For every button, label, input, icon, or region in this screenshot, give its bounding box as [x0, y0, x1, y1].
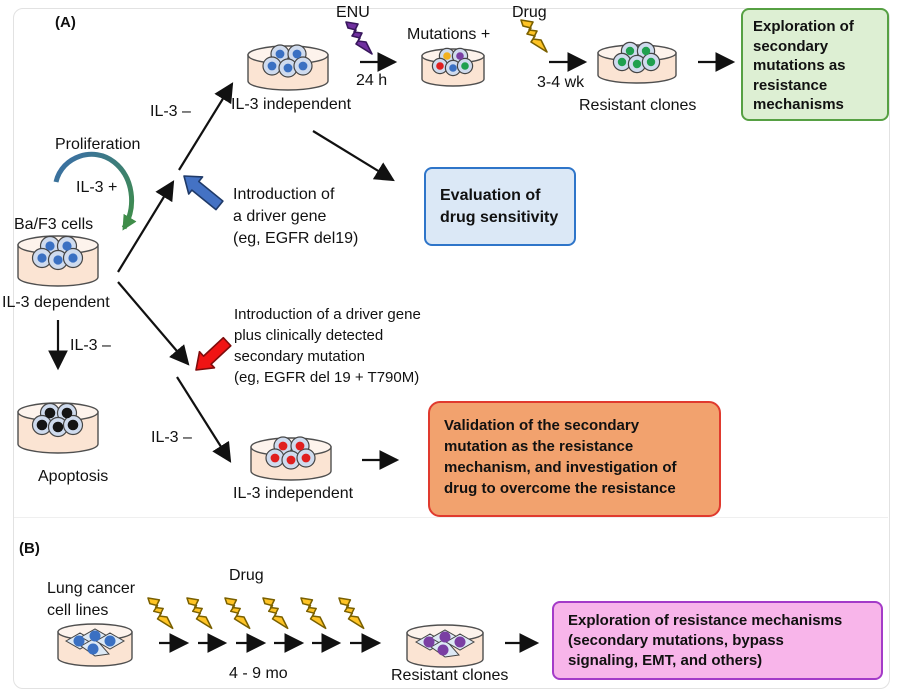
arrow-lower-branch-seg2 — [176, 376, 232, 463]
blue-outcome-box: Evaluation of drug sensitivity — [424, 167, 576, 246]
il3-minus-apoptosis-label: IL-3 – — [70, 337, 111, 354]
petri-dish-apoptosis — [17, 402, 99, 454]
drug-duration-label-a: 3-4 wk — [537, 74, 585, 91]
red-block-arrow-icon — [195, 336, 232, 371]
blue-block-arrow-icon — [183, 175, 224, 211]
enu-label: ENU — [336, 4, 370, 21]
il3-minus-upper-branch-label: IL-3 – — [150, 103, 191, 120]
drug-b-bolt-2-icon — [186, 597, 213, 630]
petri-dish-il3-independent-top — [247, 44, 329, 91]
panel-b-label: (B) — [19, 540, 40, 557]
panel-a-label: (A) — [55, 14, 76, 31]
petri-dish-baf3 — [17, 235, 99, 287]
il3-independent-bottom-label: IL-3 independent — [233, 485, 354, 502]
arrow-upper-branch-seg2 — [178, 82, 234, 171]
driver-gene-note: Introduction of a driver gene (eg, EGFR … — [233, 186, 359, 247]
panel-divider — [14, 517, 888, 518]
proliferation-label: Proliferation — [55, 136, 141, 153]
pink-outcome-box: Exploration of resistance mechanisms (se… — [552, 601, 883, 680]
petri-dish-mutations — [421, 47, 485, 87]
petri-dish-resistant-clones-a — [597, 41, 677, 84]
il3-dependent-label: IL-3 dependent — [2, 294, 110, 311]
arrow-upper-branch-seg1 — [117, 180, 175, 273]
drug-duration-label-b: 4 - 9 mo — [229, 665, 288, 682]
drug-lightning-bolt-icon — [520, 19, 548, 53]
drug-b-bolt-6-icon — [338, 597, 365, 630]
baf3-cells-label: Ba/F3 cells — [14, 216, 94, 233]
lung-cancer-cell-lines-label: Lung cancer cell lines — [47, 580, 136, 619]
arrow-to-drug-sensitivity-box — [312, 130, 395, 182]
apoptosis-label: Apoptosis — [38, 468, 109, 485]
resistant-clones-label-b: Resistant clones — [391, 667, 509, 684]
orange-outcome-box: Validation of the secondary mutation as … — [428, 401, 721, 517]
petri-dish-lung-cancer — [57, 623, 133, 667]
enu-duration-label: 24 h — [356, 72, 388, 89]
drug-b-bolt-3-icon — [224, 597, 251, 630]
drug-label-a: Drug — [512, 4, 547, 21]
mutations-label: Mutations + — [407, 26, 491, 43]
il3-independent-top-label: IL-3 independent — [231, 96, 352, 113]
petri-dish-resistant-clones-b — [406, 624, 484, 668]
proliferation-arc-arrow-icon — [53, 151, 137, 231]
petri-dish-il3-independent-bottom — [250, 436, 332, 481]
drug-label-b: Drug — [229, 567, 264, 584]
enu-lightning-bolt-icon — [345, 21, 373, 55]
figure-frame — [13, 8, 890, 689]
resistant-clones-label-a: Resistant clones — [579, 97, 697, 114]
il3-minus-lower-branch-label: IL-3 – — [151, 429, 192, 446]
drug-b-bolt-5-icon — [300, 597, 327, 630]
drug-b-bolt-4-icon — [262, 597, 289, 630]
drug-b-bolt-1-icon — [147, 597, 174, 630]
arrow-lower-branch-seg1 — [117, 281, 190, 366]
driver-gene-secondary-note: Introduction of a driver gene plus clini… — [234, 306, 421, 386]
il3-plus-label: IL-3 + — [76, 179, 118, 196]
green-outcome-box: Exploration of secondary mutations as re… — [741, 8, 889, 121]
